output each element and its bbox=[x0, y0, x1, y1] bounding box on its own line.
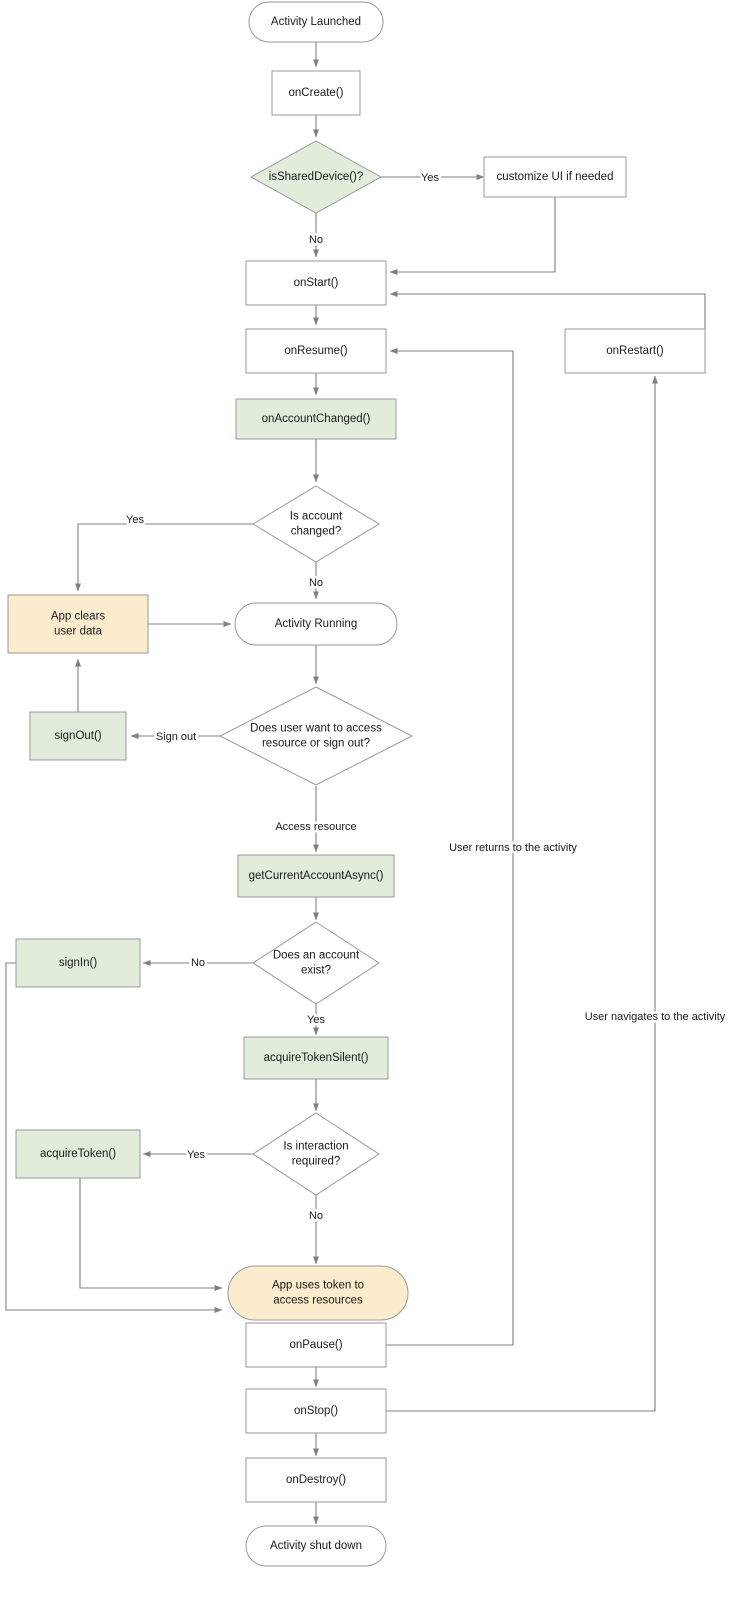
node-activity-running[interactable]: Activity Running bbox=[234, 602, 398, 646]
edge-restart-to-start bbox=[389, 291, 706, 330]
node-shape-on-resume bbox=[245, 328, 387, 374]
label-no-interaction: No bbox=[309, 1210, 323, 1222]
node-acquire-token-silent[interactable]: acquireTokenSilent() bbox=[243, 1036, 389, 1080]
node-shape-is-account-changed bbox=[252, 485, 380, 563]
node-on-destroy[interactable]: onDestroy() bbox=[245, 1457, 387, 1503]
label-sign-out: Sign out bbox=[156, 731, 196, 743]
node-shape-get-current-account bbox=[237, 854, 395, 898]
node-shape-sign-in bbox=[15, 938, 141, 988]
nodes-layer: Activity Launched onCreate() isSharedDevic… bbox=[7, 1, 706, 1567]
label-user-navigates: User navigates to the activity bbox=[585, 1011, 726, 1023]
label-yes-account-exist: Yes bbox=[307, 1014, 325, 1026]
label-user-returns-halo: User returns to the activity bbox=[449, 842, 577, 854]
node-shape-on-create bbox=[271, 70, 361, 116]
node-on-restart[interactable]: onRestart() bbox=[564, 328, 706, 374]
node-sign-out[interactable]: signOut() bbox=[29, 711, 127, 761]
node-shape-customize-ui bbox=[483, 156, 627, 198]
node-acquire-token[interactable]: acquireToken() bbox=[15, 1129, 141, 1179]
label-yes-shared-device: Yes bbox=[421, 172, 439, 184]
node-on-stop[interactable]: onStop() bbox=[245, 1388, 387, 1434]
label-yes-interaction: Yes bbox=[187, 1149, 205, 1161]
node-shape-on-destroy bbox=[245, 1457, 387, 1503]
node-shape-does-account-exist bbox=[252, 921, 380, 1005]
edge-changed-yes-clears bbox=[75, 523, 253, 592]
node-on-pause[interactable]: onPause() bbox=[245, 1322, 387, 1368]
label-no-account-changed-halo: No bbox=[309, 577, 323, 589]
label-no-account-exist-halo: No bbox=[191, 957, 205, 969]
node-shape-on-start bbox=[245, 260, 387, 306]
node-shape-is-interaction-required bbox=[252, 1112, 380, 1196]
node-shape-on-account-changed bbox=[235, 398, 397, 440]
node-shape-on-restart bbox=[564, 328, 706, 374]
node-shape-acquire-token bbox=[15, 1129, 141, 1179]
edge-pause-to-resume bbox=[386, 348, 514, 1346]
node-is-shared-device[interactable]: isSharedDevice()? bbox=[249, 140, 383, 214]
node-customize-ui[interactable]: customize UI if needed bbox=[483, 156, 627, 198]
node-shape-activity-running bbox=[234, 602, 398, 646]
label-sign-out-halo: Sign out bbox=[156, 731, 196, 743]
node-shape-on-stop bbox=[245, 1388, 387, 1434]
node-get-current-account[interactable]: getCurrentAccountAsync() bbox=[237, 854, 395, 898]
node-shape-on-pause bbox=[245, 1322, 387, 1368]
label-no-account-changed: No bbox=[309, 577, 323, 589]
label-yes-shared-device-halo: Yes bbox=[421, 172, 439, 184]
label-no-interaction-halo: No bbox=[309, 1210, 323, 1222]
label-yes-account-changed: Yes bbox=[126, 514, 144, 526]
node-activity-launched[interactable]: Activity Launched bbox=[248, 1, 384, 43]
label-no-shared-device-halo: No bbox=[309, 234, 323, 246]
label-access-resource-halo: Access resource bbox=[275, 821, 356, 833]
label-yes-interaction-halo: Yes bbox=[187, 1149, 205, 1161]
edge-customize-to-start bbox=[389, 197, 556, 276]
node-shape-activity-shut-down bbox=[245, 1525, 387, 1567]
node-on-create[interactable]: onCreate() bbox=[271, 70, 361, 116]
label-user-returns: User returns to the activity bbox=[449, 842, 577, 854]
node-shape-app-clears-user-data bbox=[7, 594, 149, 654]
label-no-shared-device: No bbox=[309, 234, 323, 246]
edges-layer bbox=[5, 42, 706, 1525]
edge-signin-to-uses bbox=[5, 962, 223, 1313]
label-yes-account-exist-halo: Yes bbox=[307, 1014, 325, 1026]
node-on-account-changed[interactable]: onAccountChanged() bbox=[235, 398, 397, 440]
node-shape-is-shared-device bbox=[249, 140, 383, 214]
node-shape-app-uses-token bbox=[227, 1265, 409, 1321]
label-user-navigates-halo: User navigates to the activity bbox=[585, 1011, 726, 1023]
edge-stop-to-restart bbox=[386, 375, 658, 1412]
node-shape-activity-launched bbox=[248, 1, 384, 43]
node-activity-shut-down[interactable]: Activity shut down bbox=[245, 1525, 387, 1567]
node-shape-sign-out bbox=[29, 711, 127, 761]
node-sign-in[interactable]: signIn() bbox=[15, 938, 141, 988]
label-no-account-exist: No bbox=[191, 957, 205, 969]
node-on-start[interactable]: onStart() bbox=[245, 260, 387, 306]
edge-acquiretoken-to-uses bbox=[79, 1178, 223, 1291]
node-shape-does-user-want bbox=[218, 686, 414, 786]
label-yes-account-changed-halo: Yes bbox=[126, 514, 144, 526]
node-on-resume[interactable]: onResume() bbox=[245, 328, 387, 374]
node-shape-acquire-token-silent bbox=[243, 1036, 389, 1080]
label-access-resource: Access resource bbox=[275, 821, 356, 833]
